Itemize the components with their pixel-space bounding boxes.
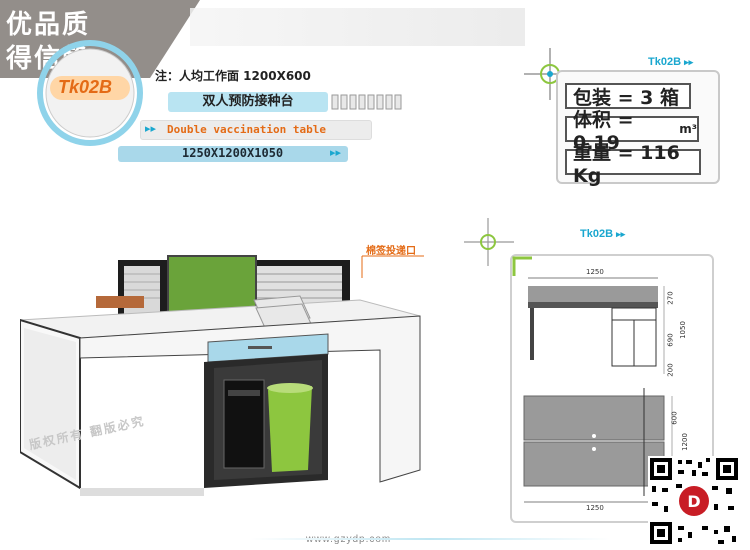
product-name-cn: 双人预防接种台 (202, 94, 294, 109)
product-code: Tk02B (58, 77, 113, 97)
crosshair-icon (460, 218, 520, 268)
corner-line-1: 优品质 (6, 10, 91, 40)
dim-width-top: 1250 (586, 268, 604, 276)
name-cn-bar: 双人预防接种台 (168, 92, 328, 112)
dimensions-bar: 1250X1200X1050 ▸▸ (118, 146, 348, 162)
dim-h5: 1200 (680, 433, 689, 451)
product-dimensions: 1250X1200X1050 (182, 146, 284, 160)
product-badge: Tk02B (37, 40, 143, 146)
arrow-right-icon: ▸▸ (330, 146, 342, 159)
drawing-code: Tk02B ▸▸ (580, 228, 626, 240)
arrow-right-icon: ▸▸ (145, 122, 157, 135)
svg-text:D: D (687, 492, 700, 511)
dim-width-bottom: 1250 (586, 504, 604, 512)
callout-label: 棉签投递口 (366, 246, 416, 257)
footer-line (250, 538, 610, 540)
desk-illustration (19, 230, 440, 510)
product-name-en: Double vaccination table (167, 123, 326, 136)
segment-bar (330, 94, 410, 110)
spec-volume: 体积 = 0.19 m³ (565, 109, 699, 154)
spec-weight: 重量 = 116 Kg (565, 142, 701, 187)
spec-package: 包装 = 3 箱 (565, 83, 691, 109)
dim-h1: 270 (666, 291, 675, 305)
note-label: 注：人均工作面 1200X600 (155, 69, 311, 83)
name-en-bar: ▸▸ Double vaccination table (140, 120, 372, 140)
dim-h4: 600 (670, 411, 679, 425)
header-band (190, 8, 525, 46)
callout-line (361, 255, 424, 278)
dim-h3: 1050 (678, 321, 687, 339)
specs-code: Tk02B ▸▸ (648, 56, 694, 68)
qr-code: D (648, 456, 740, 546)
dim-h2: 690 (666, 333, 675, 347)
dim-h6: 200 (666, 363, 675, 377)
